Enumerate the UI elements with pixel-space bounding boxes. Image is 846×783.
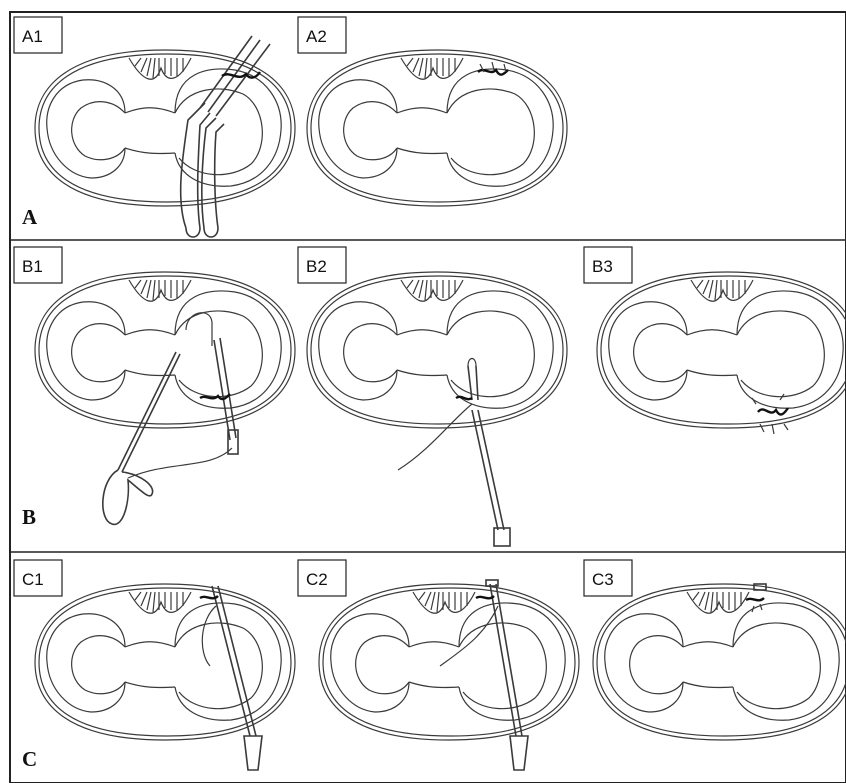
suture-knot: [745, 597, 765, 602]
suture-ends: [751, 603, 763, 613]
suture-knot: [199, 393, 231, 401]
suture-knot: [199, 595, 219, 600]
panel-label-box: [13, 16, 63, 54]
suture-thread: [397, 403, 473, 471]
panel-label-box: [13, 559, 63, 597]
spinal-cord-cross-section: [318, 583, 580, 741]
drainage-tube: [185, 227, 201, 238]
figure-frame: [9, 11, 846, 783]
panel-label: A1: [22, 27, 43, 46]
needle-hub: [243, 735, 263, 771]
spinal-cord-cross-section: [34, 49, 296, 207]
needle-hub: [509, 735, 529, 771]
suture-knot: [477, 67, 509, 76]
spinal-cord-cross-section: [34, 583, 296, 741]
needle: [211, 585, 257, 737]
panel-label-box: [13, 246, 63, 284]
needle-hub: [493, 527, 511, 547]
tube-tip: [467, 357, 477, 367]
suture-knot: [455, 395, 473, 401]
suture-knot: [221, 71, 261, 79]
panel-b3: B3: [583, 246, 846, 435]
drainage-tube: [179, 102, 211, 229]
panel-label: B2: [306, 257, 327, 276]
panel-label: B1: [22, 257, 43, 276]
spinal-cord-cross-section: [596, 271, 846, 429]
needle: [213, 337, 237, 441]
panel-label-box: [583, 246, 633, 284]
panel-b1: B1: [13, 246, 296, 525]
catheter: [201, 605, 217, 667]
catheter-loop: [102, 469, 154, 525]
spinal-cord-cross-section: [306, 49, 568, 207]
spinal-cord-cross-section: [592, 583, 846, 741]
panel-label: C2: [306, 570, 328, 589]
panel-label: C3: [592, 570, 614, 589]
row-label: B: [22, 505, 36, 529]
panel-label-box: [297, 246, 347, 284]
panel-c2: C2: [297, 559, 580, 771]
panel-c1: C1: [13, 559, 296, 771]
catheter: [467, 365, 479, 401]
needle-hub: [227, 429, 239, 455]
panel-a1: A1: [13, 16, 296, 238]
panel-label: B3: [592, 257, 613, 276]
panel-a2: A2: [297, 16, 568, 207]
suture-knot: [757, 407, 789, 416]
catheter: [117, 351, 181, 473]
needle: [489, 583, 523, 737]
tube-tip: [185, 312, 213, 346]
panel-b2: B2: [297, 246, 568, 547]
clip: [753, 583, 767, 591]
catheter-connector: [127, 447, 233, 479]
suture-ends: [479, 61, 507, 73]
suture-ends: [751, 393, 789, 435]
suture-knot: [475, 595, 495, 600]
panel-c3: C3: [583, 559, 846, 741]
spinal-cord-cross-section: [34, 271, 296, 429]
spinal-cord-cross-section: [306, 271, 568, 429]
row-label: C: [22, 747, 37, 771]
clip: [485, 579, 499, 587]
panel-label-box: [297, 559, 347, 597]
drainage-tube: [203, 227, 219, 238]
catheter: [439, 605, 499, 667]
needle: [471, 409, 505, 531]
panel-label: A2: [306, 27, 327, 46]
row-label: A: [22, 205, 38, 229]
panel-label-box: [297, 16, 347, 54]
panel-label: C1: [22, 570, 44, 589]
drainage-tube: [201, 117, 225, 229]
panel-label-box: [583, 559, 633, 597]
